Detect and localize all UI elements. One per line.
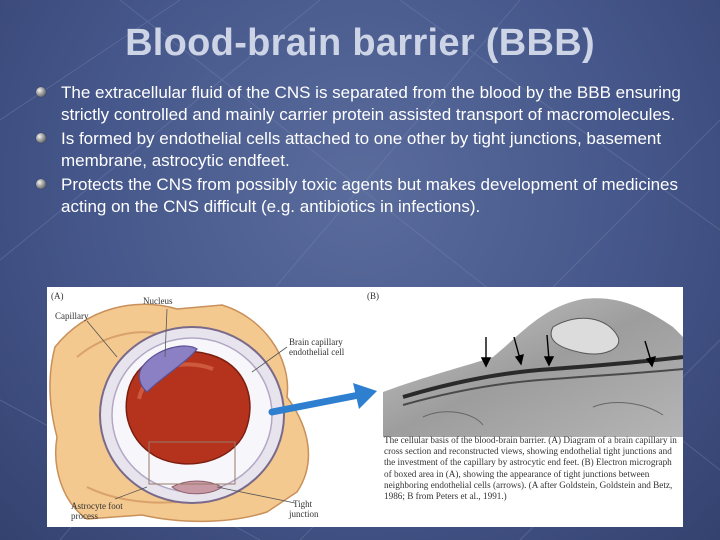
bullet-list: The extracellular fluid of the CNS is se… (36, 82, 686, 220)
panel-a-label: (A) (51, 291, 64, 301)
bbb-figure: (A) (B) Nucleus Capillary Brain capillar… (47, 287, 683, 527)
bullet-icon (36, 133, 46, 143)
slide-title: Blood-brain barrier (BBB) (125, 22, 595, 64)
bullet-icon (36, 87, 46, 97)
figure-caption: The cellular basis of the blood-brain ba… (384, 435, 677, 502)
bullet-icon (36, 179, 46, 189)
bullet-text: Is formed by endothelial cells attached … (61, 129, 662, 170)
panel-b-label: (B) (367, 291, 379, 301)
tight-junction-label-1: Tight (293, 499, 313, 509)
bullet-text: Protects the CNS from possibly toxic age… (61, 175, 679, 216)
nucleus-label: Nucleus (143, 296, 173, 306)
capillary-label: Capillary (55, 311, 89, 321)
astrocyte-label-1: Astrocyte foot (71, 501, 123, 511)
bullet-text: The extracellular fluid of the CNS is se… (61, 83, 681, 124)
endothelial-label-1: Brain capillary (289, 337, 343, 347)
astrocyte-label-2: process (71, 511, 98, 521)
endothelial-label-2: endothelial cell (289, 347, 345, 357)
tight-junction-label-2: junction (289, 509, 319, 519)
bullet-item: The extracellular fluid of the CNS is se… (36, 82, 686, 126)
capillary-diagram (49, 303, 377, 523)
arrow-icon (268, 391, 363, 416)
electron-micrograph (383, 287, 683, 437)
bullet-item: Is formed by endothelial cells attached … (36, 128, 686, 172)
bullet-item: Protects the CNS from possibly toxic age… (36, 174, 686, 218)
